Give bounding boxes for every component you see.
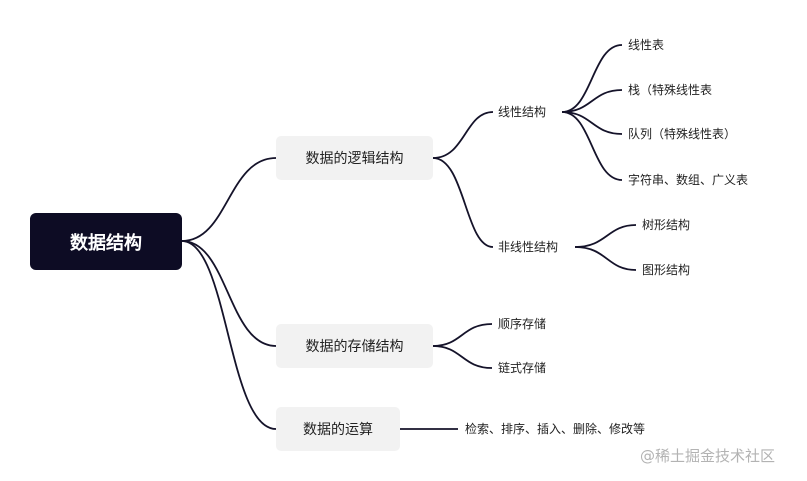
leaf-nonlinear-item[interactable]: 树形结构	[642, 218, 691, 232]
branch-storage-structure[interactable]: 数据的存储结构	[276, 324, 433, 368]
node-nonlinear-structure[interactable]: 非线性结构	[498, 240, 559, 254]
leaf-storage-item[interactable]: 顺序存储	[498, 317, 547, 331]
connector-nonlinear-leaf-1	[574, 224, 637, 248]
leaf-nonlinear-item[interactable]: 图形结构	[642, 263, 691, 277]
connector-root-logical	[181, 157, 277, 242]
connector-linear-leaf-4	[561, 111, 623, 181]
leaf-linear-item[interactable]: 栈（特殊线性表	[628, 83, 713, 97]
leaf-operations-item[interactable]: 检索、排序、插入、删除、修改等	[465, 422, 646, 436]
connector-linear-leaf-2	[561, 89, 623, 113]
watermark: @稀土掘金技术社区	[640, 447, 776, 465]
leaf-linear-item[interactable]: 队列（特殊线性表）	[628, 127, 737, 141]
branch-operations[interactable]: 数据的运算	[276, 407, 400, 451]
node-linear-structure[interactable]: 线性结构	[498, 105, 547, 119]
connector-logical-nonlinear	[432, 157, 494, 248]
leaf-linear-item[interactable]: 线性表	[628, 38, 665, 52]
connector-linear-leaf-3	[561, 111, 623, 135]
connector-linear-leaf-1	[561, 44, 623, 113]
connector-storage-leaf-1	[432, 323, 493, 347]
connector-root-operations	[181, 240, 277, 430]
leaf-linear-item[interactable]: 字符串、数组、广义表	[628, 173, 749, 187]
leaf-storage-item[interactable]: 链式存储	[498, 361, 547, 375]
connector-nonlinear-leaf-2	[574, 246, 637, 271]
connector-storage-leaf-2	[432, 345, 493, 369]
connector-root-storage	[181, 240, 277, 347]
connector-logical-linear	[432, 111, 494, 159]
root-node[interactable]: 数据结构	[30, 213, 182, 270]
branch-logical-structure[interactable]: 数据的逻辑结构	[276, 136, 433, 180]
